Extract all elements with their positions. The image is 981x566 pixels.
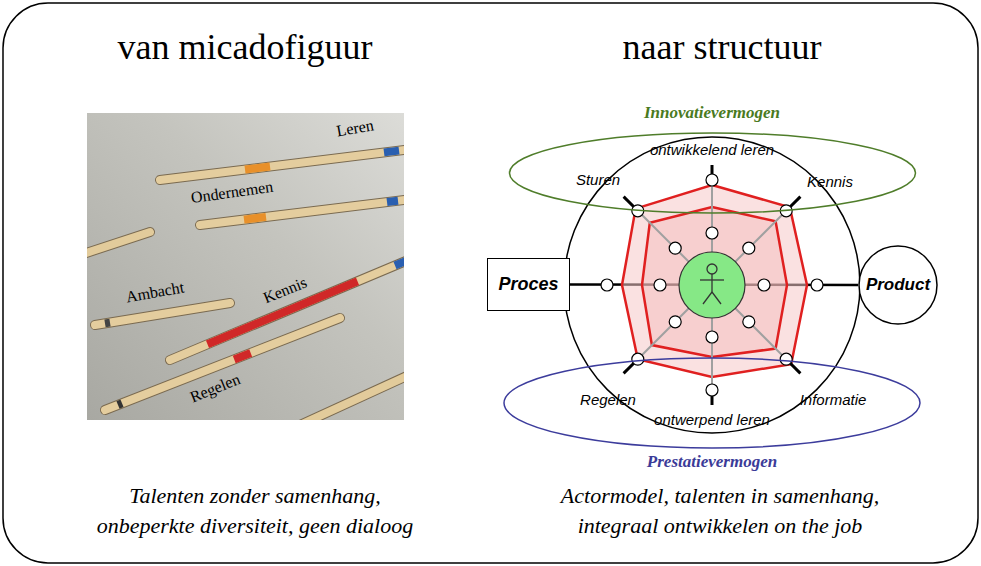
ellipse-shape (510, 133, 916, 213)
stick-label: Leren (335, 115, 375, 140)
product-label: Product (866, 275, 930, 295)
panel-heading: van micadofiguur (118, 26, 373, 69)
innovation-ellipse: Innovatievermogen ontwikkelend lerenSture… (505, 100, 920, 215)
panel-caption: Talenten zonder samenhang, onbeperkte di… (65, 481, 445, 541)
mikado-photo (80, 113, 420, 425)
panel-heading: naar structuur (623, 26, 822, 69)
axis-label: Sturen (576, 171, 620, 189)
mikado-sticks (87, 148, 404, 420)
circle-shape (859, 246, 937, 324)
axis-label: Regelen (580, 391, 636, 409)
axis-label: Kennis (807, 173, 853, 191)
profile-outer (622, 185, 807, 377)
spoke-dots (601, 174, 823, 396)
spoke-ends (624, 165, 801, 405)
stick-label: Regelen (187, 369, 243, 406)
stick-label: Ondernemen (190, 177, 275, 208)
axis-label: ontwikkelend leren (650, 141, 774, 159)
group-heading: Innovatievermogen (644, 103, 780, 123)
process-box: Proces (487, 258, 570, 311)
stick-label: Ambacht (124, 277, 185, 306)
performance-ellipse: Regelen Informatie ontwerpend lerenPrestat… (502, 355, 922, 475)
panel-caption: Actormodel, talenten in samenhang, integ… (515, 481, 925, 541)
actor-symbol (679, 252, 745, 318)
process-label: Proces (498, 274, 558, 296)
axis-label: Informatie (800, 391, 867, 409)
rounded-frame (3, 3, 978, 563)
outer-circle (564, 137, 860, 433)
stick-label: Kennis (260, 273, 309, 308)
actor-model (564, 137, 860, 433)
axis-label: ontwerpend leren (654, 411, 770, 429)
ellipse-shape (504, 358, 920, 448)
product-circle: Product (858, 245, 938, 325)
group-heading: Prestatievermogen (647, 452, 777, 472)
